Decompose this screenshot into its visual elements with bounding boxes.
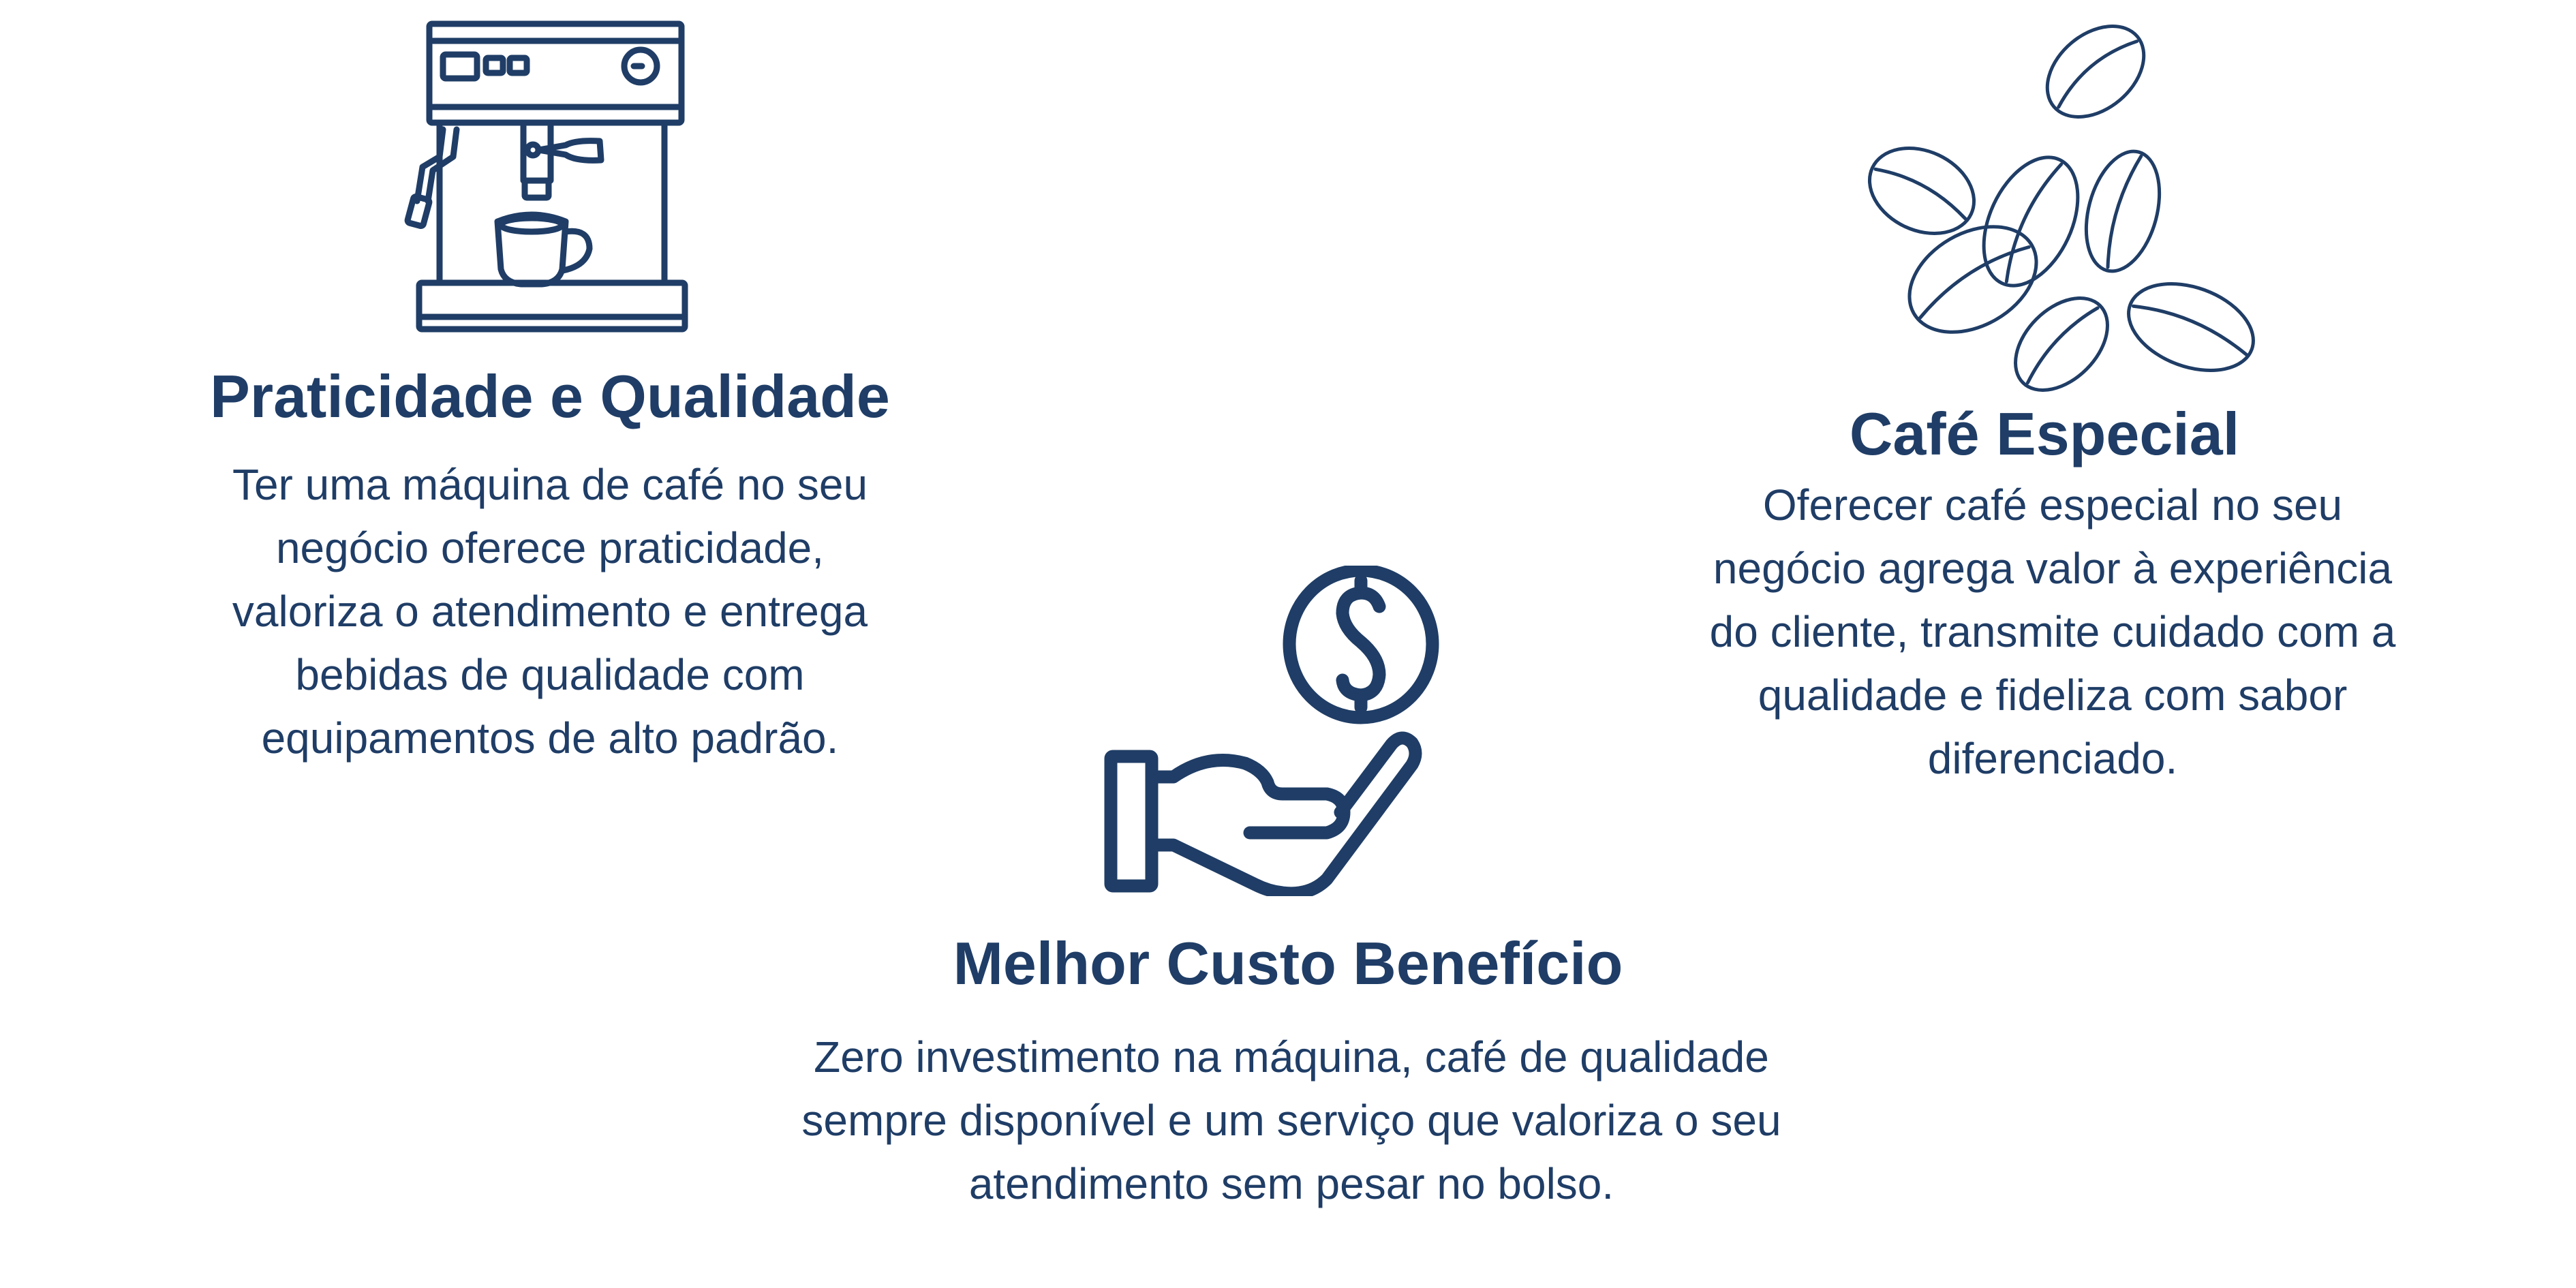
description-line: do cliente, transmite cuidado com a: [1709, 607, 2396, 656]
description-line: valoriza o atendimento e entrega: [232, 587, 868, 636]
description-line: bebidas de qualidade com: [295, 650, 805, 699]
section-title: Melhor Custo Benefício: [953, 930, 1623, 997]
description-line: diferenciado.: [1927, 734, 2178, 783]
description-line: sempre disponível e um serviço que valor…: [801, 1096, 1781, 1145]
description-line: Oferecer café especial no seu: [1762, 480, 2343, 530]
section-description: Oferecer café especial no seu negócio ag…: [1710, 474, 2396, 791]
description-line: negócio agrega valor à experiência: [1713, 544, 2393, 593]
section-description: Zero investimento na máquina, café de qu…: [801, 1026, 1781, 1216]
description-line: equipamentos de alto padrão.: [261, 714, 839, 763]
description-line: atendimento sem pesar no bolso.: [968, 1159, 1614, 1208]
hand-coin-icon: [1104, 566, 1439, 896]
section-title: Café Especial: [1849, 400, 2240, 467]
description-line: qualidade e fideliza com sabor: [1758, 671, 2348, 720]
section-description: Ter uma máquina de café no seu negócio o…: [232, 453, 868, 770]
description-line: negócio oferece praticidade,: [275, 523, 825, 572]
coffee-beans-icon: [1867, 25, 2255, 392]
description-line: Zero investimento na máquina, café de qu…: [814, 1032, 1769, 1082]
section-title: Praticidade e Qualidade: [210, 363, 890, 430]
espresso-machine-icon: [404, 20, 688, 333]
description-line: Ter uma máquina de café no seu: [232, 460, 868, 509]
